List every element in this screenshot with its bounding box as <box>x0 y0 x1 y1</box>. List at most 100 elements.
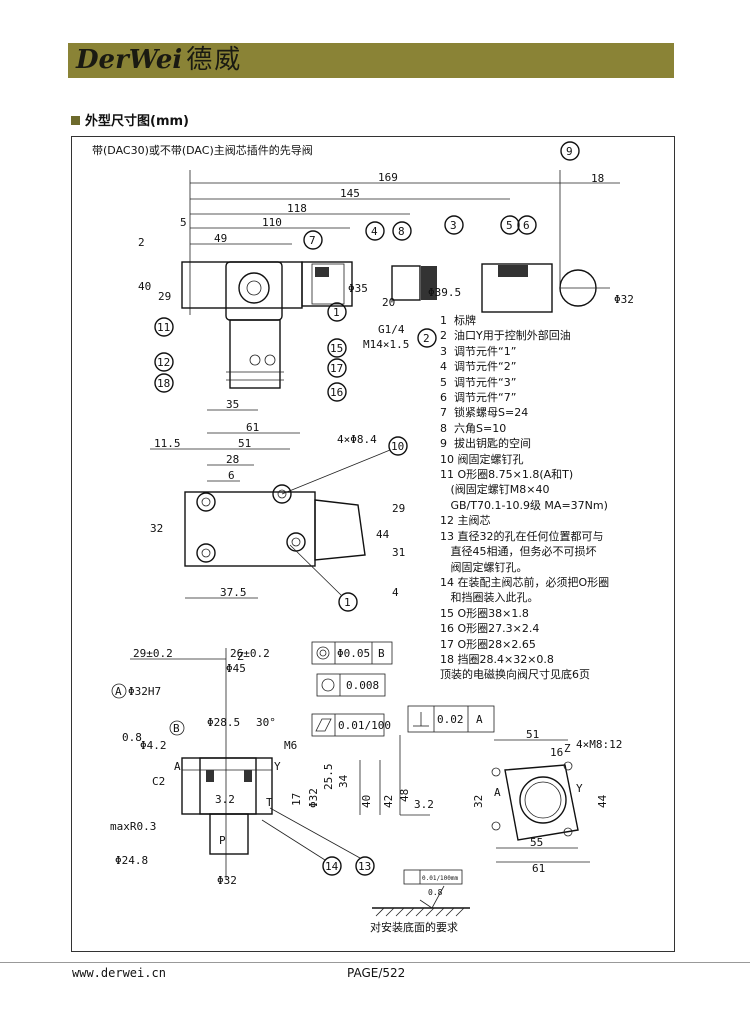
dim-m14: M14×1.5 <box>363 338 409 351</box>
dim-169: 169 <box>378 171 398 184</box>
legend-item: 15 O形圈38×1.8 <box>440 606 529 620</box>
balloon-7: 7 <box>309 234 316 247</box>
balloon-18: 18 <box>157 377 170 390</box>
legend-item: 阀固定螺钉孔。 <box>440 560 528 574</box>
dim-c2: C2 <box>152 775 165 788</box>
balloon-5: 5 <box>506 219 513 232</box>
legend-item: 17 O形圈28×2.65 <box>440 637 536 651</box>
balloon-14: 14 <box>325 860 339 873</box>
legend-item: 14 在装配主阀芯前，必须把O形圈 <box>440 575 610 589</box>
port-p: P <box>219 834 226 847</box>
dim-48: 48 <box>398 789 411 802</box>
plan-view: 35 61 11.5 51 28 6 4×Φ8.4 10 32 29 44 31… <box>150 398 408 612</box>
balloon-15: 15 <box>330 342 343 355</box>
legend-item: 1 标牌 <box>440 314 476 327</box>
dim-25-5: 25.5 <box>322 764 335 791</box>
dim-16-z: 16 <box>550 746 563 759</box>
gdt-phi0-05: Φ0.05 <box>337 647 370 660</box>
dim-28: 28 <box>226 453 239 466</box>
dim-phi4-2: Φ4.2 <box>140 739 167 752</box>
balloon-8: 8 <box>398 225 405 238</box>
legend-item: 3 调节元件“1” <box>440 344 517 358</box>
dim-phi45: Φ45 <box>226 662 246 675</box>
dim-44-mid: 44 <box>376 528 390 541</box>
port-y-z: Y <box>576 782 583 795</box>
port-t: T <box>266 796 273 809</box>
ra-3-2-right: 3.2 <box>414 798 434 811</box>
legend-item: 13 直径32的孔在任何位置都可与 <box>440 529 604 543</box>
balloon-12: 12 <box>157 356 170 369</box>
legend-item: 18 挡圈28.4×32×0.8 <box>440 652 554 666</box>
ra-0-8: 0.8 <box>122 731 142 744</box>
section-title: 外型尺寸图(mm) <box>71 114 189 130</box>
datum-b: B <box>173 722 180 735</box>
legend-item: 16 O形圈27.3×2.4 <box>440 622 540 636</box>
legend-item: 顶装的电磁换向阀尺寸见底6页 <box>440 668 590 682</box>
dim-26-pm: 26±0.2 <box>230 647 270 660</box>
dim-phi24-8: Φ24.8 <box>115 854 148 867</box>
dim-max-r0-3: maxR0.3 <box>110 820 156 833</box>
dim-29: 29 <box>158 290 171 303</box>
balloon-2: 2 <box>423 332 430 345</box>
ra-3-2-mid: 3.2 <box>215 793 235 806</box>
balloon-9: 9 <box>566 145 573 158</box>
balloon-17: 17 <box>330 362 343 375</box>
dim-61: 61 <box>246 421 259 434</box>
footer-divider <box>0 962 750 963</box>
dim-g1-4: G1/4 <box>378 323 405 336</box>
dim-phi32-bottom: Φ32 <box>217 874 237 887</box>
dim-42-tol: 42 <box>382 795 395 808</box>
dim-phi32-top: Φ32 <box>614 293 634 306</box>
dim-40: 40 <box>138 280 151 293</box>
balloon-4: 4 <box>371 225 378 238</box>
surface-caption: 对安装底面的要求 <box>370 920 458 934</box>
gdt-0-008: 0.008 <box>346 679 379 692</box>
dim-31-mid: 31 <box>392 546 405 559</box>
section-title-text: 外型尺寸图(mm) <box>85 114 189 129</box>
legend-item: 6 调节元件“7” <box>440 391 517 405</box>
gdt-0-02: 0.02 <box>437 713 464 726</box>
label-z-view: Z <box>564 742 571 755</box>
legend-item: 4 调节元件“2” <box>440 360 517 374</box>
logo-chinese: 德威 <box>186 45 243 75</box>
dim-phi28-5: Φ28.5 <box>207 716 240 729</box>
gdt-0-01-100: 0.01/100 <box>338 719 391 732</box>
drawing-caption: 带(DAC30)或不带(DAC)主阀芯插件的先导阀 <box>92 143 313 157</box>
balloon-3: 3 <box>450 219 457 232</box>
datum-a-left: A <box>115 685 122 698</box>
dim-32-z: 32 <box>472 795 485 808</box>
dim-6: 6 <box>228 469 235 482</box>
balloon-6: 6 <box>523 219 530 232</box>
square-bullet-icon <box>71 116 80 125</box>
dim-30deg: 30° <box>256 716 276 729</box>
dim-55-z: 55 <box>530 836 543 849</box>
legend-item: 5 调节元件“3” <box>440 375 517 389</box>
footer-website[interactable]: www.derwei.cn <box>72 966 166 980</box>
gdt-ref-b: B <box>378 647 385 660</box>
dim-29-mid: 29 <box>392 502 405 515</box>
legend-item: 9 拔出钥匙的空间 <box>440 437 531 451</box>
dim-phi32h7: Φ32H7 <box>128 685 161 698</box>
legend-item: (阀固定螺钉M8×40 <box>440 483 550 497</box>
surface-requirement: 0.01/100mm 0.8 对安装底面的要求 <box>370 869 470 934</box>
dim-37-5: 37.5 <box>220 586 247 599</box>
z-view: Z 51 16 4×M8:12 32 44 55 61 A Y <box>472 728 622 875</box>
section-view: Z 29±0.2 26±0.2 Φ45 Φ0.05 B 0.008 A Φ32H… <box>110 641 495 887</box>
balloon-13: 13 <box>358 860 371 873</box>
legend-item: 12 主阀芯 <box>440 514 491 528</box>
surface-ra: 0.8 <box>428 888 443 897</box>
dim-145: 145 <box>340 187 360 200</box>
dim-40-tol: 40 <box>360 795 373 808</box>
dim-2: 2 <box>138 236 145 249</box>
dim-34: 34 <box>337 774 350 788</box>
dim-phi39-5: Φ39.5 <box>428 286 461 299</box>
balloon-1-mid: 1 <box>344 596 351 609</box>
surface-tolerance: 0.01/100mm <box>422 875 459 882</box>
legend-item: 7 锁紧螺母S=24 <box>440 406 529 420</box>
dim-5: 5 <box>180 216 187 229</box>
dim-51: 51 <box>238 437 251 450</box>
dim-61-z: 61 <box>532 862 545 875</box>
legend-item: 和挡圈装入此孔。 <box>440 591 539 605</box>
